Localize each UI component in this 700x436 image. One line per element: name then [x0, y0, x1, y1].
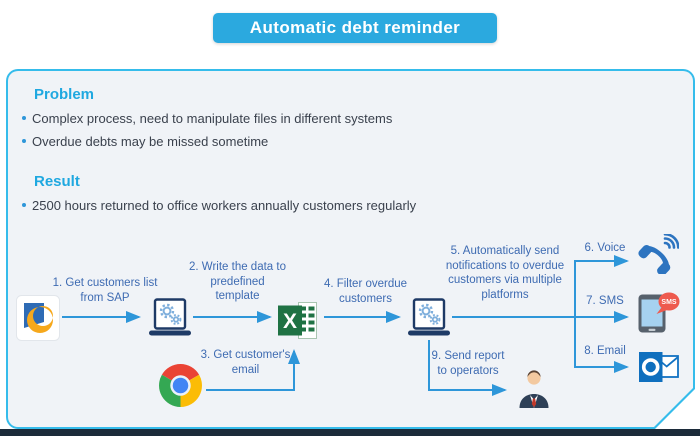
step-2-label: 2. Write the data to predefined template	[189, 261, 286, 303]
problem-bullet-1: Complex process, need to manipulate file…	[22, 111, 582, 126]
result-heading: Result	[34, 173, 80, 190]
step-5-label: 5. Automatically send notifications to o…	[445, 245, 565, 302]
outlook-email-icon	[639, 349, 679, 391]
chrome-icon	[158, 363, 203, 413]
sms-phone-icon: SMS	[637, 289, 681, 339]
step-1-label: 1. Get customers list from SAP	[52, 277, 158, 304]
page-title: Automatic debt reminder	[249, 18, 461, 37]
step-8-label: 8. Email	[584, 345, 626, 357]
problem-heading: Problem	[34, 86, 95, 103]
bullet-dot	[22, 203, 26, 207]
operator-person-icon	[516, 368, 552, 413]
content-card	[6, 69, 695, 429]
step-6-label: 6. Voice	[584, 242, 626, 254]
laptop-gears-icon	[148, 298, 192, 343]
excel-letter: X	[283, 310, 297, 333]
result-bullet-1-text: 2500 hours returned to office workers an…	[32, 198, 417, 213]
bottom-bar	[0, 429, 700, 436]
excel-icon: X	[278, 302, 318, 344]
step-9-label: 9. Send report to operators	[431, 350, 505, 377]
step-7-label: 7. SMS	[586, 295, 624, 307]
title-banner: Automatic debt reminder	[213, 13, 497, 43]
problem-bullet-2: Overdue debts may be missed sometime	[22, 134, 582, 149]
bullet-dot	[22, 139, 26, 143]
step-4-label: 4. Filter overdue customers	[323, 278, 408, 305]
problem-bullet-2-text: Overdue debts may be missed sometime	[32, 134, 269, 149]
voice-call-icon	[637, 232, 680, 279]
problem-bullet-1-text: Complex process, need to manipulate file…	[32, 111, 393, 126]
bullet-dot	[22, 116, 26, 120]
laptop-gears-icon	[407, 298, 451, 343]
result-bullet-1: 2500 hours returned to office workers an…	[22, 198, 622, 213]
sap-icon	[16, 295, 60, 346]
sms-badge: SMS	[661, 299, 677, 306]
